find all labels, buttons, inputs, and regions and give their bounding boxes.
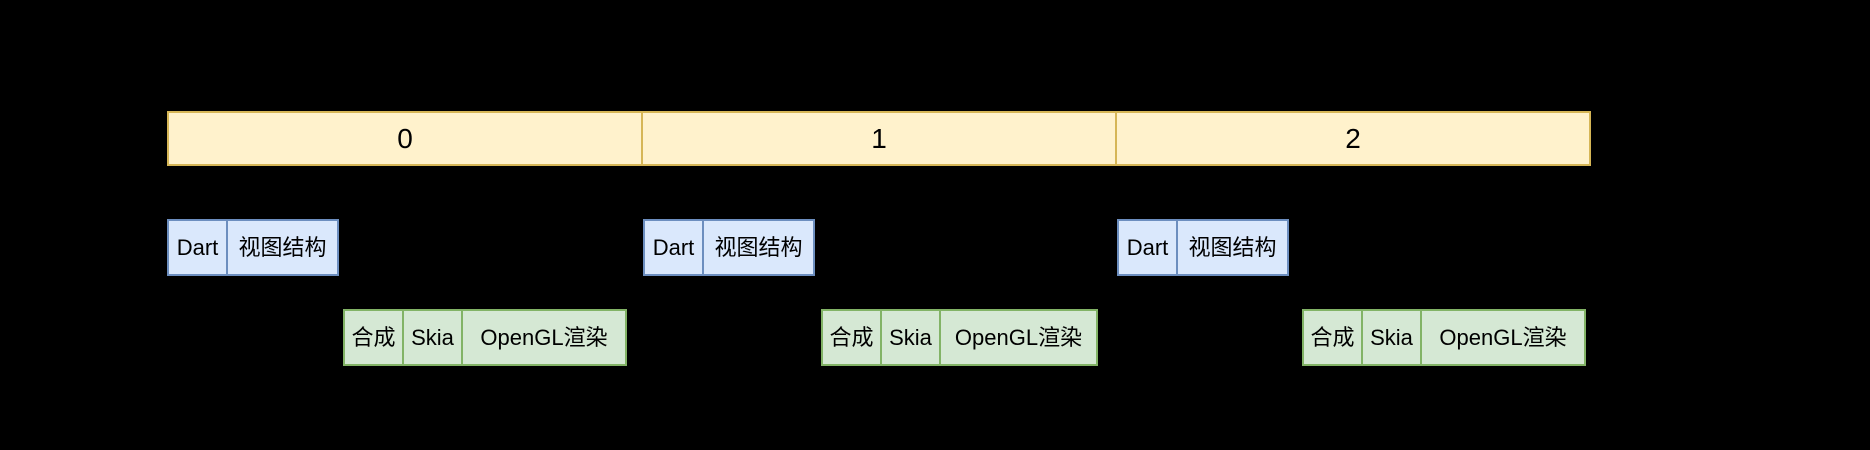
frame-2-ui-thread-box: Dart 视图结构 [1117,219,1289,276]
view-structure-cell: 视图结构 [1176,221,1287,274]
frame-timeline-bar: 0 1 2 [167,111,1591,166]
skia-cell: Skia [880,311,939,364]
opengl-render-cell: OpenGL渲染 [1420,311,1584,364]
timeline-segment-label: 2 [1345,122,1361,154]
view-structure-cell: 视图结构 [226,221,337,274]
dart-cell: Dart [652,234,695,260]
composite-cell: 合成 [1310,324,1355,350]
frame-0-ui-thread-box: Dart 视图结构 [167,219,339,276]
timeline-segment-label: 1 [871,122,887,154]
timeline-segment-label: 0 [397,122,413,154]
dart-cell: Dart [1126,234,1169,260]
view-structure-cell: 视图结构 [702,221,813,274]
timeline-segment-frame-0: 0 [169,113,641,164]
composite-cell: 合成 [829,324,874,350]
timeline-segment-frame-2: 2 [1115,113,1589,164]
dart-cell: Dart [176,234,219,260]
frame-2-gpu-thread-box: 合成 Skia OpenGL渲染 [1302,309,1586,366]
skia-cell: Skia [1361,311,1420,364]
timeline-segment-frame-1: 1 [641,113,1115,164]
opengl-render-cell: OpenGL渲染 [939,311,1096,364]
composite-cell: 合成 [351,324,396,350]
opengl-render-cell: OpenGL渲染 [461,311,625,364]
skia-cell: Skia [402,311,461,364]
frame-0-gpu-thread-box: 合成 Skia OpenGL渲染 [343,309,627,366]
frame-1-gpu-thread-box: 合成 Skia OpenGL渲染 [821,309,1098,366]
frame-1-ui-thread-box: Dart 视图结构 [643,219,815,276]
